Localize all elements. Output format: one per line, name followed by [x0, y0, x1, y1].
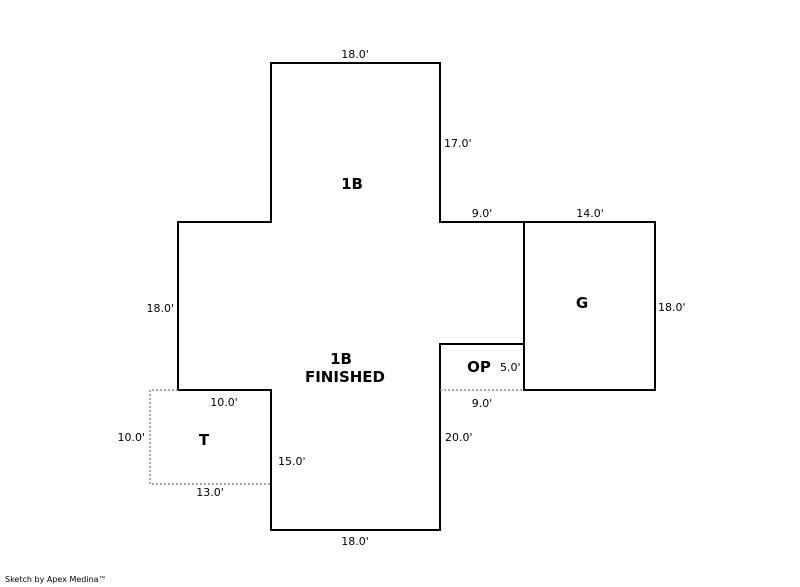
dimension-garage-top: 14.0'	[576, 207, 604, 220]
area-label-terrace: T	[199, 431, 210, 449]
area-label-1b-upper: 1B	[341, 175, 363, 193]
dimension-left-side: 18.0'	[146, 302, 174, 315]
terrace-dotted-outline	[149, 389, 271, 485]
dimension-garage-right: 18.0'	[658, 301, 686, 314]
dimension-lower-right: 20.0'	[445, 431, 473, 444]
area-label-open-porch: OP	[467, 358, 491, 376]
area-label-1b-lower: 1B	[330, 350, 352, 368]
area-label-garage: G	[576, 294, 588, 312]
dimension-terrace-top: 10.0'	[210, 396, 238, 409]
main-building-outline	[177, 62, 525, 531]
dimension-top-width: 18.0'	[341, 48, 369, 61]
dimension-terrace-bottom: 13.0'	[196, 486, 224, 499]
garage-outline	[523, 221, 656, 391]
dimension-step-right: 9.0'	[472, 207, 493, 220]
area-label-finished: FINISHED	[305, 368, 385, 386]
dimension-bottom-width: 18.0'	[341, 535, 369, 548]
dimension-porch-bottom: 9.0'	[472, 397, 493, 410]
dimension-upper-right: 17.0'	[444, 137, 472, 150]
dimension-terrace-right: 15.0'	[278, 455, 306, 468]
dimension-porch-side: 5.0'	[500, 361, 521, 374]
dimension-terrace-left: 10.0'	[117, 431, 145, 444]
sketch-credit: Sketch by Apex Medina™	[5, 575, 107, 584]
